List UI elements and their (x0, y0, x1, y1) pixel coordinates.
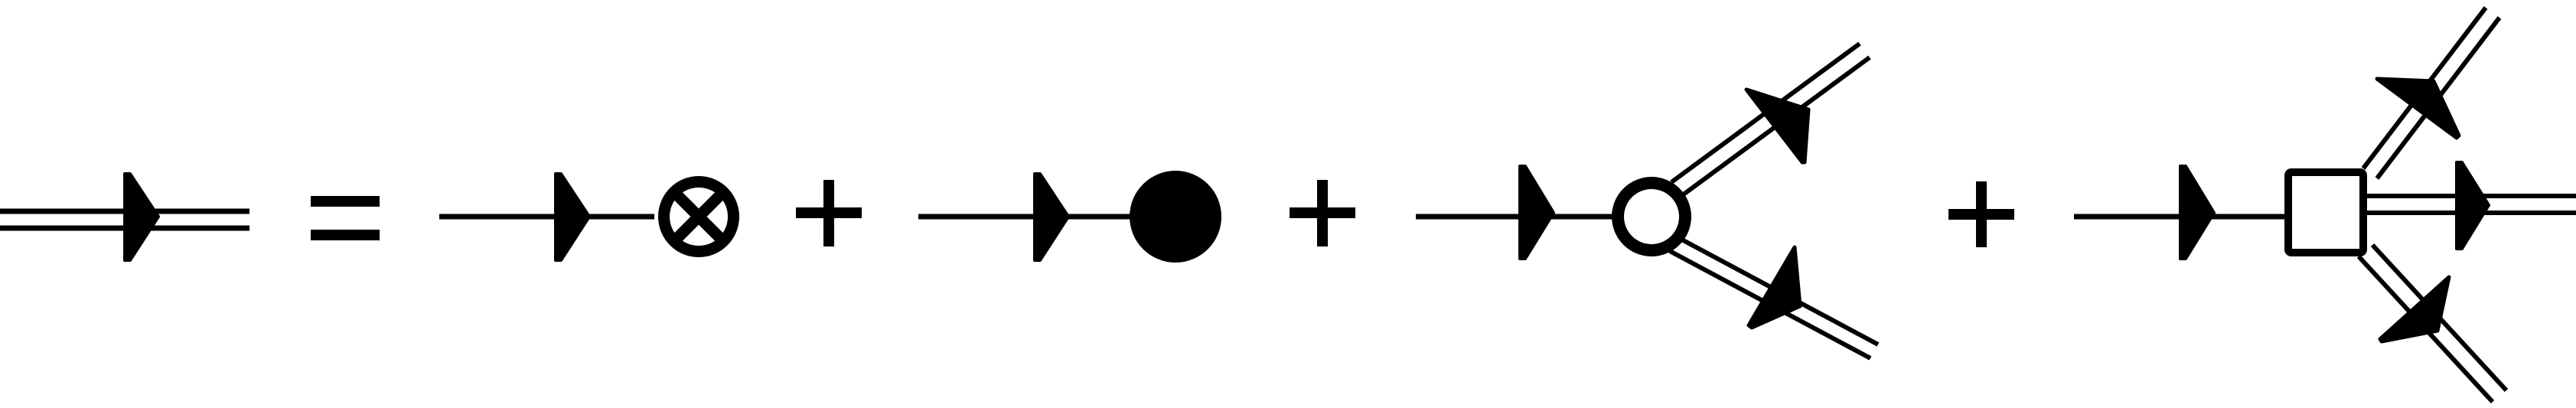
bare-propagator-with-filled-blob (918, 171, 1221, 263)
arrow-head-icon (2179, 165, 2216, 260)
dressed-propagator (0, 172, 249, 262)
plus-sign (1948, 181, 2014, 247)
equals-sign (311, 196, 380, 240)
open-circle-vertex-icon (1612, 177, 1691, 256)
arrow-head-icon (2455, 161, 2490, 250)
arrow-head-icon (1746, 245, 1802, 330)
filled-blob-icon (1130, 171, 1221, 263)
bare-propagator-with-three-leg-box-vertex (2074, 6, 2576, 404)
arrow-head-icon (1033, 172, 1070, 262)
lower-dressed-leg (1668, 235, 1880, 361)
bare-propagator-with-two-leg-vertex (1416, 41, 1880, 361)
plus-sign (796, 180, 862, 246)
arrow-head-icon (554, 172, 591, 262)
cross-vertex-icon (658, 176, 739, 257)
box-vertex-icon (2284, 168, 2367, 256)
arrow-head-icon (2375, 77, 2461, 140)
arrow-head-icon (2378, 275, 2451, 344)
arrow-head-icon (123, 172, 160, 262)
arrow-head-icon (1518, 165, 1555, 260)
plus-sign (1290, 180, 1355, 246)
bare-propagator-with-cross-vertex (439, 172, 739, 262)
upper-dressed-leg (1670, 41, 1871, 198)
arrow-head-icon (1744, 87, 1811, 165)
upper-dressed-leg (2361, 6, 2502, 180)
lower-dressed-leg (2356, 243, 2509, 404)
middle-dressed-leg (2365, 161, 2576, 250)
